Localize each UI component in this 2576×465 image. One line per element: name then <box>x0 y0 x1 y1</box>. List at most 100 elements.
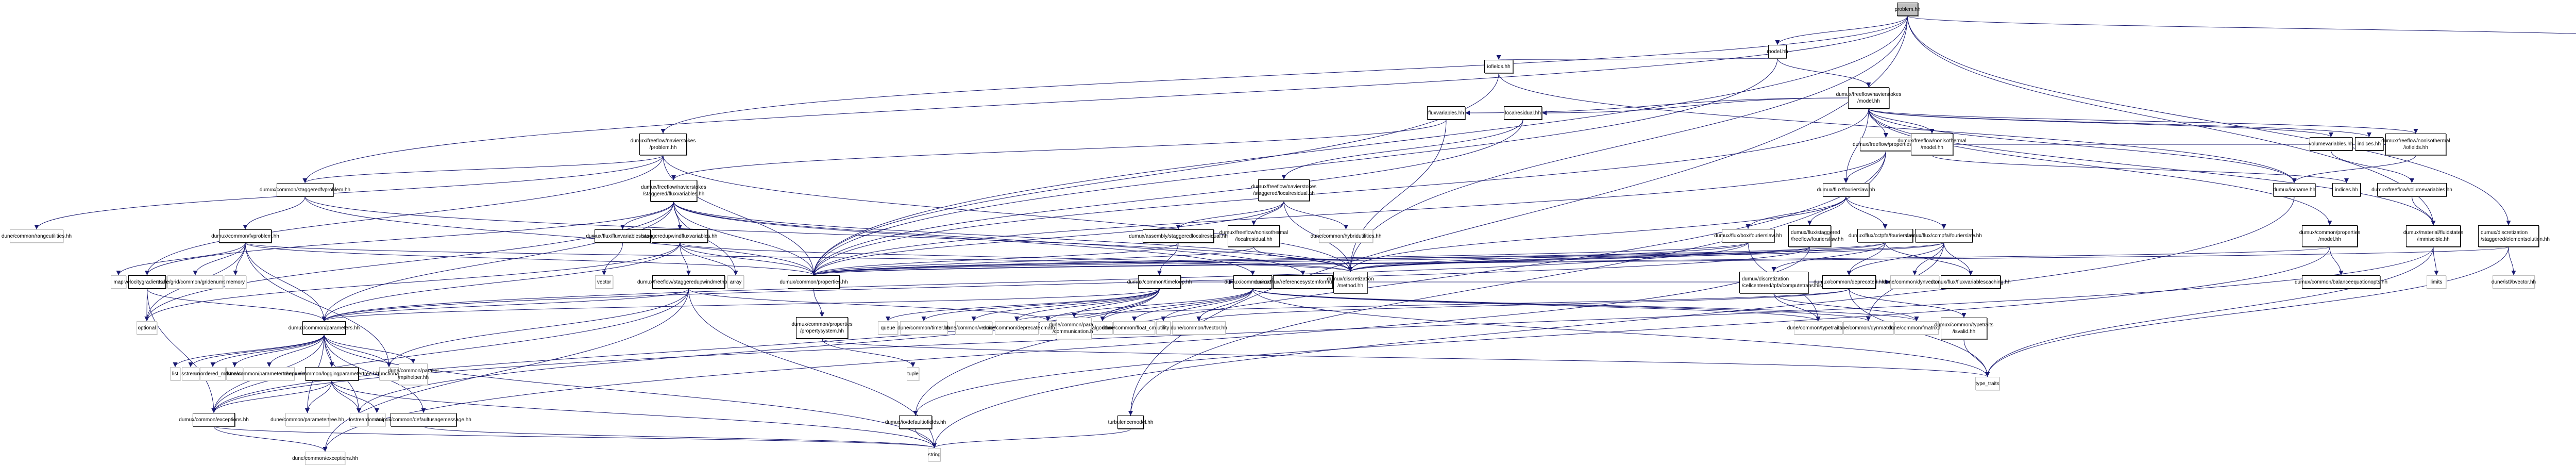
edge-staggeredfvproblem-to-common_properties <box>305 196 814 275</box>
node-dune-deprecated[interactable]: dune/common/deprecated.hh <box>995 321 1039 335</box>
node-iofields[interactable]: iofields.hh <box>1484 60 1513 73</box>
node-list[interactable]: list <box>170 367 180 380</box>
node-ff-noniso-model[interactable]: dumux/freeflow/nonisothermal /model.hh <box>1911 134 1953 155</box>
node-fvproblem[interactable]: dumux/common/fvproblem.hh <box>219 229 272 243</box>
node-fluxvariables[interactable]: fluxvariables.hh <box>1427 106 1465 120</box>
node-rangeutilities[interactable]: dune/common/rangeutilities.hh <box>10 229 63 243</box>
node-bvector[interactable]: dune/istl/bvector.hh <box>2493 275 2535 289</box>
node-timeloop[interactable]: dumux/common/timeloop.hh <box>1138 275 1181 289</box>
edge-dumux_exceptions-to-dune_exceptions <box>214 426 325 452</box>
node-fvector[interactable]: dune/common/fvector.hh <box>1172 321 1226 335</box>
node-dune-typetraits[interactable]: dune/common/typetraits.hh <box>1794 321 1842 335</box>
node-vector[interactable]: vector <box>595 275 613 289</box>
node-dune-exceptions[interactable]: dune/common/exceptions.hh <box>305 452 345 465</box>
edge-common_deprecated-to-fvector <box>1199 289 1849 321</box>
node-fmatrix[interactable]: dune/common/fmatrix.hh <box>1894 321 1939 335</box>
node-type-traits[interactable]: type_traits <box>1975 377 1999 390</box>
edge-fluidstates_immiscible-to-type_traits <box>1988 247 2434 377</box>
edge-computetransmissibility-to-dune_typetraits <box>1774 293 1818 321</box>
node-stag-elementsolution[interactable]: dumux/discretization /staggered/elements… <box>2478 225 2539 247</box>
node-cctpfa-fourierslaw[interactable]: dumux/flux/cctpfa/fourierslaw.hh <box>1857 229 1913 242</box>
edge-fvproblem-to-gridenums <box>195 243 245 275</box>
node-fluxvarscaching[interactable]: dumux/flux/fluxvariablescaching.hh <box>1941 275 2001 289</box>
node-gridenums[interactable]: dune/grid/common/gridenums.hh <box>167 275 223 289</box>
edge-fluidstates_immiscible-to-limits <box>2433 247 2436 275</box>
edge-ff_noniso_iofields-to-io_name <box>2294 155 2416 183</box>
node-indices1[interactable]: indices.hh <box>2355 137 2383 151</box>
edge-assembly_stag_localres-to-common_properties <box>814 243 1179 275</box>
node-turbulencemodel[interactable]: turbulencemodel.hh <box>1117 416 1144 429</box>
node-timer[interactable]: dune/common/timer.hh <box>900 321 947 335</box>
node-ff-noniso-iofields[interactable]: dumux/freeflow/nonisothermal /iofields.h… <box>2385 134 2446 155</box>
node-hybridutilities[interactable]: dune/common/hybridutilities.hh <box>1319 229 1373 243</box>
node-parallel-comm[interactable]: dune/common/parallel /communication.hh <box>1057 318 1092 339</box>
node-loggingparamtree[interactable]: dumux/common/loggingparametertree.hh <box>305 367 359 380</box>
edge-ns_stag_localres-to-hybridutilities <box>1284 201 1346 229</box>
edge-problem-to-disc_localview <box>1908 16 2576 41</box>
edge-turbulencemodel-to-string <box>935 429 1131 448</box>
node-common-properties[interactable]: dumux/common/properties.hh <box>788 275 840 289</box>
node-assembly-stag-localres[interactable]: dumux/assembly/staggeredlocalresidual.hh <box>1143 229 1214 243</box>
node-float-cmp[interactable]: dune/common/float_cmp.hh <box>1113 321 1155 335</box>
node-dumux-exceptions[interactable]: dumux/common/exceptions.hh <box>193 413 235 426</box>
node-isvalid[interactable]: dumux/common/typetraits /isvalid.hh <box>1941 318 1987 339</box>
node-common-parameters[interactable]: dumux/common/parameters.hh <box>302 321 346 335</box>
node-propertysystem[interactable]: dumux/common/properties /propertysystem.… <box>796 317 848 339</box>
node-ff-volumevariables[interactable]: dumux/freeflow/volumevariables.hh <box>2377 183 2447 196</box>
node-unordered-map[interactable]: unordered_map <box>200 367 226 380</box>
node-defaultusagemessage[interactable]: dumux/common/defaultusagemessage.hh <box>391 413 456 426</box>
node-queue[interactable]: queue <box>878 321 898 335</box>
node-defaultiofields[interactable]: dumux/io/defaultiofields.hh <box>899 416 932 429</box>
node-computetransmissibility[interactable]: dumux/discretization /cellcentered/tpfa/… <box>1739 272 1808 293</box>
edge-ns_stag_fluxvars-to-optional <box>147 202 674 321</box>
node-ns-stag-fluxvars[interactable]: dumux/freeflow/navierstokes /staggered/f… <box>650 180 697 202</box>
node-optional[interactable]: optional <box>137 321 157 335</box>
edge-iofields-to-io_name <box>1499 73 2294 183</box>
node-mpihelper[interactable]: dune/common/parallel /mpihelper.hh <box>399 363 428 385</box>
edge-ns_model-to-volumevariables <box>1869 109 2331 137</box>
edge-ns_model-to-fluidstates_immiscible <box>1869 109 2433 225</box>
node-stag-upwind-fluxvars[interactable]: staggeredupwindfluxvariables.hh <box>652 229 708 243</box>
edge-localresidual-to-common_properties <box>814 120 1523 275</box>
node-common-prop-model[interactable]: dumux/common/properties /model.hh <box>2302 225 2358 247</box>
node-array[interactable]: array <box>727 275 744 289</box>
node-stag-upwind-methods[interactable]: dumux/freeflow/staggeredupwindmethods.hh <box>652 275 725 289</box>
edge-model-to-ns_model <box>1777 58 1869 87</box>
node-paramtree[interactable]: dune/common/parametertree.hh <box>285 413 329 426</box>
node-indices2[interactable]: indices.hh <box>2332 183 2361 196</box>
edge-volumevariables-to-ff_volumevariables <box>2331 151 2412 183</box>
node-iostream[interactable]: iostream <box>350 413 368 426</box>
node-volumevariables[interactable]: volumevariables.hh <box>2310 137 2352 151</box>
node-tuple[interactable]: tuple <box>907 367 919 380</box>
node-model[interactable]: model.hh <box>1768 45 1787 58</box>
node-ns-model[interactable]: dumux/freeflow/navierstokes /model.hh <box>1848 87 1889 109</box>
node-localresidual[interactable]: localresidual.hh <box>1504 106 1542 120</box>
node-utility[interactable]: utility <box>1156 321 1171 335</box>
edge-stag_elementsolution-to-type_traits <box>1988 247 2509 377</box>
node-ff-noniso-localres[interactable]: dumux/freeflow/nonisothermal /localresid… <box>1228 225 1280 247</box>
node-box-fourierslaw[interactable]: dumux/flux/box/fourierslaw.hh <box>1722 229 1774 242</box>
node-dynmatrix[interactable]: dune/common/dynmatrix.hh <box>1843 321 1893 335</box>
node-fourierslaw[interactable]: dumux/flux/fourierslaw.hh <box>1823 183 1869 196</box>
node-common-deprecated[interactable]: dumux/common/deprecated.hh <box>1822 275 1876 289</box>
node-ns-problem[interactable]: dumux/freeflow/navierstokes /problem.hh <box>639 134 687 155</box>
node-stag-ff-fourierslaw[interactable]: dumux/flux/staggered /freeflow/fouriersl… <box>1788 225 1831 247</box>
node-limits[interactable]: limits <box>2427 275 2446 289</box>
node-balanceeqopts[interactable]: dumux/common/balanceequationopts.hh <box>2302 275 2380 289</box>
node-refsysformulation[interactable]: dumux/flux/referencesystemformulation.hh <box>1273 275 1333 289</box>
edge-staggeredfvproblem-to-fvproblem <box>245 196 305 229</box>
node-problem[interactable]: problem.hh <box>1897 3 1918 16</box>
node-io-name[interactable]: dumux/io/name.hh <box>2273 183 2315 196</box>
edge-cctpfa_fourierslaw-to-common_properties <box>814 242 1886 275</box>
node-string[interactable]: string <box>928 448 941 461</box>
node-disc-method[interactable]: dumux/discretization /method.hh <box>1333 272 1367 293</box>
node-fluidstates-immiscible[interactable]: dumux/material/fluidstates /immiscible.h… <box>2406 225 2461 247</box>
node-ccmpfa-fourierslaw[interactable]: dumux/flux/ccmpfa/fourierslaw.hh <box>1915 229 1973 242</box>
edge-common_deprecated-to-dune_deprecated <box>1017 289 1850 321</box>
edge-fluxvariablesbase-to-vector <box>604 243 623 275</box>
node-memory[interactable]: memory <box>225 275 246 289</box>
edge-problem-to-ns_problem <box>663 16 1908 134</box>
edge-ns_model-to-localresidual <box>1542 98 1848 113</box>
node-ns-stag-localres[interactable]: dumux/freeflow/navierstokes /staggered/l… <box>1258 179 1310 201</box>
node-staggeredfvproblem[interactable]: dumux/common/staggeredfvproblem.hh <box>277 183 333 196</box>
